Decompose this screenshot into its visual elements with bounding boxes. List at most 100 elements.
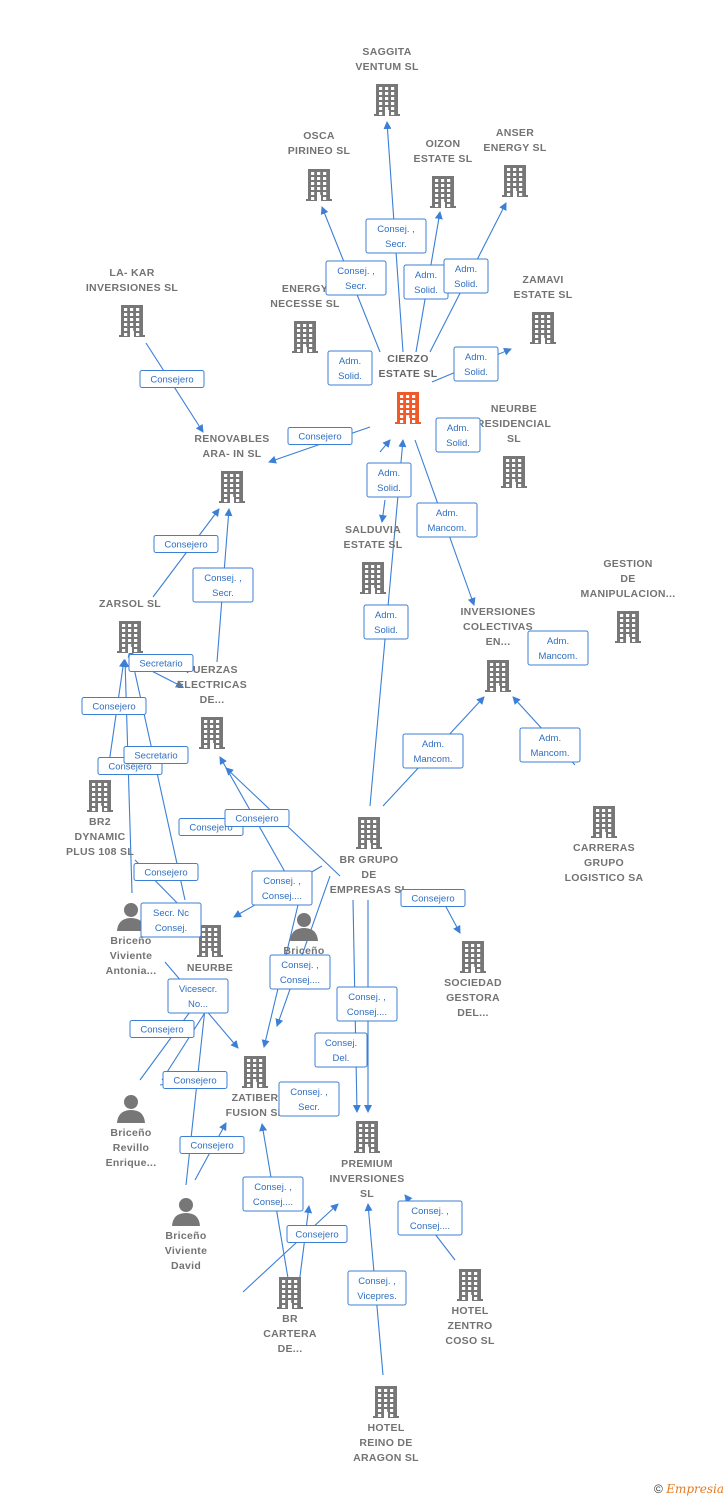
relation-label[interactable]: Adm.Solid. <box>363 604 409 640</box>
relation-label[interactable]: Consej. ,Vicepres. <box>347 1270 407 1306</box>
relation-label[interactable]: Adm.Mancom. <box>527 630 589 666</box>
relation-label[interactable]: Consej.Del. <box>314 1032 368 1068</box>
node-cierzo[interactable]: CIERZO ESTATE SL <box>379 353 438 424</box>
node-label: ENERGY SL <box>483 142 546 154</box>
node-zarsol[interactable]: ZARSOL SL <box>99 598 161 653</box>
relation-label-text: Solid. <box>377 483 401 494</box>
relation-label[interactable]: Consejero <box>129 1020 195 1038</box>
node-label: DE... <box>200 694 225 706</box>
relation-label-text: Consejero <box>235 814 278 825</box>
relation-label[interactable]: Consejero <box>179 1136 245 1154</box>
building-icon <box>395 392 421 424</box>
relation-labels-layer: Consej. ,Secr.Consej. ,Secr.Adm.Solid.Ad… <box>81 218 589 1306</box>
relation-label-text: Consej.... <box>410 1221 450 1232</box>
relation-label[interactable]: Adm.Solid. <box>435 417 481 453</box>
relation-label[interactable]: Consejero <box>162 1071 228 1089</box>
relation-label-text: Adm. <box>539 733 561 744</box>
relation-label[interactable]: Vicesecr.No... <box>167 978 229 1014</box>
relation-label[interactable]: Consej. ,Consej.... <box>251 870 313 906</box>
relation-label[interactable]: Adm.Mancom. <box>416 502 478 538</box>
relation-label[interactable]: Consejero <box>81 697 147 715</box>
relation-label[interactable]: Consejero <box>287 427 353 445</box>
relation-label[interactable]: Adm.Solid. <box>453 346 499 382</box>
relation-label-text: Secretario <box>134 751 177 762</box>
relation-edge <box>379 439 391 453</box>
node-label: VENTUM SL <box>355 61 419 73</box>
relation-label[interactable]: Consej. ,Consej.... <box>242 1176 304 1212</box>
node-antonia[interactable]: BriceñoVivienteAntonia... <box>106 903 157 977</box>
node-label: CIERZO <box>387 353 428 365</box>
node-brcartera[interactable]: BRCARTERADE... <box>263 1277 317 1355</box>
relation-label-text: Del. <box>333 1053 350 1064</box>
relation-label-text: Secr. Nc <box>153 908 189 919</box>
relation-label[interactable]: Consejero <box>224 809 290 827</box>
building-icon <box>197 925 223 957</box>
node-label: FUSION SL <box>226 1107 285 1119</box>
relation-label-text: Adm. <box>378 468 400 479</box>
relation-label[interactable]: Adm.Solid. <box>403 264 449 300</box>
relation-label[interactable]: Consej. ,Consej.... <box>336 986 398 1022</box>
relation-label[interactable]: Consejero <box>133 863 199 881</box>
building-icon <box>457 1269 483 1301</box>
relation-label[interactable]: Consej. ,Secr. <box>365 218 427 254</box>
relation-label[interactable]: Consejero <box>286 1225 348 1243</box>
node-label: GESTORA <box>446 992 500 1004</box>
relation-label-text: Secr. <box>298 1102 320 1113</box>
relation-label[interactable]: Consej. ,Secr. <box>192 567 254 603</box>
footer-brand[interactable]: © Empresia <box>654 1482 724 1496</box>
node-sociedad[interactable]: SOCIEDADGESTORADEL... <box>444 941 502 1019</box>
node-label: SL <box>507 433 521 445</box>
node-label: EN... <box>486 636 511 648</box>
relation-label[interactable]: Consej. ,Secr. <box>325 260 387 296</box>
building-icon <box>360 562 386 594</box>
node-label: David <box>171 1260 201 1272</box>
node-enrique[interactable]: BriceñoRevilloEnrique... <box>106 1095 157 1169</box>
relation-label[interactable]: Adm.Mancom. <box>402 733 464 769</box>
building-icon <box>356 817 382 849</box>
relation-label[interactable]: Consej. ,Consej.... <box>269 954 331 990</box>
building-icon <box>485 660 511 692</box>
relation-label[interactable]: Consej. ,Secr. <box>278 1081 340 1117</box>
node-label: RENOVABLES <box>194 433 269 445</box>
relation-label[interactable]: Consejero <box>400 889 466 907</box>
relation-label[interactable]: Consejero <box>139 370 205 388</box>
relation-label[interactable]: Consejero <box>153 535 219 553</box>
relation-label[interactable]: Consej. ,Consej.... <box>397 1200 463 1236</box>
relation-label-text: Consej. , <box>204 573 242 584</box>
node-inversiones-col[interactable]: INVERSIONESCOLECTIVASEN... <box>460 606 535 692</box>
relation-label-text: Solid. <box>338 371 362 382</box>
relation-label[interactable]: Adm. Solid. <box>366 462 412 498</box>
relation-label-text: Adm. <box>422 739 444 750</box>
relation-label[interactable]: Adm.Mancom. <box>519 727 581 763</box>
relation-label[interactable]: Secretario <box>128 654 194 672</box>
relation-label[interactable]: Adm.Solid. <box>443 258 489 294</box>
building-icon <box>591 806 617 838</box>
node-label: ESTATE SL <box>379 368 438 380</box>
node-fuerzas[interactable]: FUERZASELECTRICASDE... <box>177 664 247 749</box>
relation-label-text: Adm. <box>465 352 487 363</box>
node-gestion[interactable]: GESTIONDEMANIPULACION... <box>581 558 676 643</box>
relation-label[interactable]: Secretario <box>123 746 189 764</box>
relation-label[interactable]: Adm.Solid. <box>327 350 373 386</box>
